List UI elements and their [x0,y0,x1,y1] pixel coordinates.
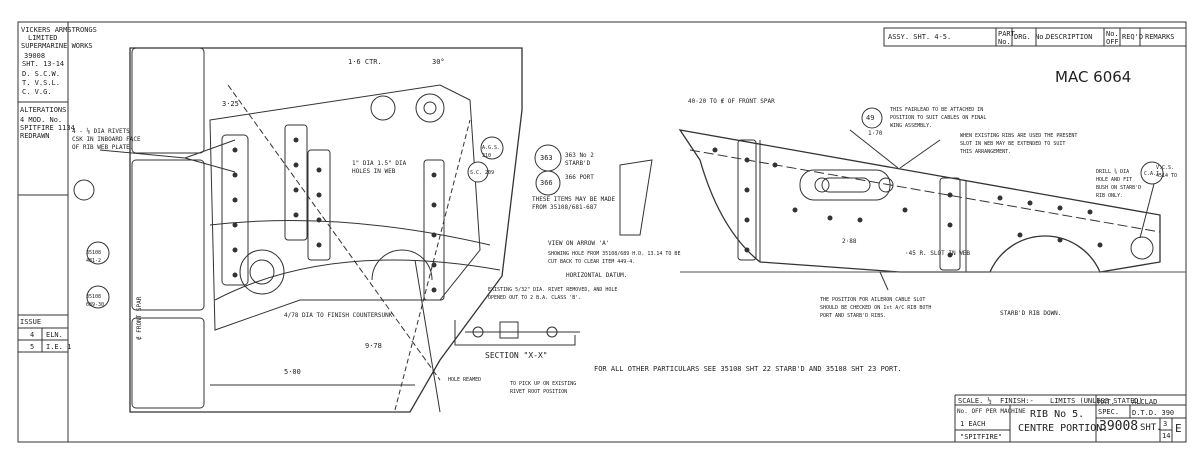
drawing-number: 39008 [1099,419,1139,434]
callout-35108-689: 35108 689-30 [86,294,105,308]
rev-remarks: REMARKS [1145,33,1175,41]
callout-35108-481: 35108 481-2 [86,250,102,264]
issue-row-2-ref: I.E. 1 [46,343,72,351]
dim-4-78: 4/78 DIA TO FINISH COUNTERSUNK [284,312,393,319]
ref-366: 366 PORT [565,174,594,181]
limits: LIMITS (UNLESS STATED) [1050,397,1143,405]
aircraft: "SPITFIRE" [960,433,1003,441]
view-arrow-a-note: SHOWING HOLE FROM 35108/689 H.D. 13.14 T… [548,251,681,265]
note-1-dia: 1" DIA 1.5" DIA HOLES IN WEB [352,160,407,175]
issue-row-2-issue: 5 [30,343,35,351]
no-off-label: No. OFF PER MACHINE [957,408,1026,415]
section-xx: SECTION "X-X" [485,351,548,360]
note-items-made: THESE ITEMS MAY BE MADE FROM 35108/681-6… [532,196,616,211]
note-fairlead: THIS FAIRLEAD TO BE ATTACHED IN POSITION… [890,107,987,129]
note-all-other: FOR ALL OTHER PARTICULARS SEE 35108 SHT … [594,365,902,373]
issue-label: ISSUE [20,318,42,326]
note-vcs: V.C.S. 4514 TO [1156,165,1178,179]
dim-1-6: 1·6 CTR. [348,58,382,66]
finish: FINISH:- [1000,397,1034,405]
dim-front-spar: 40·20 TO ∉ OF FRONT SPAR [688,98,775,105]
no-off: 1 EACH [960,420,986,428]
note-slot-45: ·45 R. SLOT IN WEB [905,250,971,257]
dim-5-00: 5·00 [284,368,301,376]
view-arrow-a: VIEW ON ARROW 'A' [548,240,610,247]
mat-value: ALCLAD [1132,398,1158,406]
initial-1: D. S.C.W. [22,70,60,78]
maker-line-1: VICKERS ARMSTRONGS [21,26,97,34]
sheet-ref: SHT. 13-14 [22,60,65,68]
alteration-note-3: REDRAWN [20,132,50,140]
initial-3: C. V.G. [22,88,52,96]
title-line-2: CENTRE PORTION. [1018,423,1109,434]
scale: SCALE. ½ [958,397,992,405]
rev-drg-no: DRG. No. [1014,33,1048,41]
note-hole-reamed: HOLE REAMED [448,377,482,383]
dim-30: 30° [432,58,445,66]
dim-1-70: 1·70 [868,130,883,137]
model-ref: MAC 6064 [1055,68,1132,86]
note-existing-hole: EXISTING 5/32" DIA. RIVET REMOVED, AND H… [488,287,618,301]
front-spar-label: ∉ FRONT SPAR [136,296,143,340]
issue-row-1-ref: ELN. [46,331,63,339]
alteration-note-2: SPITFIRE 1134 [20,124,75,132]
callout-ags: A.G.S. 210 [482,145,501,159]
edition: E [1175,422,1182,435]
callout-sc: S.C. 209 [470,170,495,176]
horizontal-datum: HORIZONTAL DATUM. [566,272,628,279]
dim-2-88: 2·88 [842,238,857,245]
rev-description: DESCRIPTION [1046,33,1093,41]
drawing-ref: 39008 [24,52,46,60]
note-existing-ribs: WHEN EXISTING RIBS ARE USED THE PRESENT … [960,133,1078,155]
note-pick-up: TO PICK UP ON EXISTING RIVET ROOT POSITI… [510,381,577,395]
spec-label: SPEC. [1098,408,1120,416]
callout-363: 363 [540,154,553,162]
rev-part-no: PART No. [998,30,1015,46]
sheet-total: 14 [1162,432,1171,440]
maker-line-2: LIMITED [28,34,58,42]
sheet-border [17,21,1187,443]
alteration-note-1: 4 MOD. No. [20,116,63,124]
spec-value: D.T.D. 390 [1132,409,1175,417]
sheet-label: SHT. [1140,423,1162,433]
note-holes: 4 - ⅛ DIA RIVETS CSK IN INBOARD FACE OF … [72,128,141,151]
sheet-number: 3 [1163,420,1168,428]
ref-363: 363 No 2 STARB'D [565,152,594,167]
callout-366: 366 [540,179,553,187]
dim-3-25: 3·25 [222,100,239,108]
note-aileron: THE POSITION FOR AILERON CABLE SLOT SHOU… [820,297,932,319]
starb-rib-down: STARB'D RIB DOWN. [1000,310,1062,317]
note-drill-hole: DRILL ¾ DIA HOLE AND FIT BUSH ON STARB'D… [1096,169,1142,199]
rev-no-off: No. OFF [1106,30,1119,46]
rev-assy: ASSY. SHT. 4-5. [888,33,952,41]
initial-2: T. V.S.L. [22,79,60,87]
title-line-1: RIB No 5. [1030,409,1085,420]
dim-9-78: 9·78 [365,342,382,350]
callout-49: 49 [866,114,875,122]
issue-row-1-issue: 4 [30,331,35,339]
alterations-heading: ALTERATIONS [20,106,67,114]
rev-reqd: REQ'D [1122,33,1144,41]
maker-line-3: SUPERMARINE WORKS [21,42,93,50]
mat-label: MAT. [1098,398,1115,406]
callout-cai: C.A.I. [1144,171,1163,177]
